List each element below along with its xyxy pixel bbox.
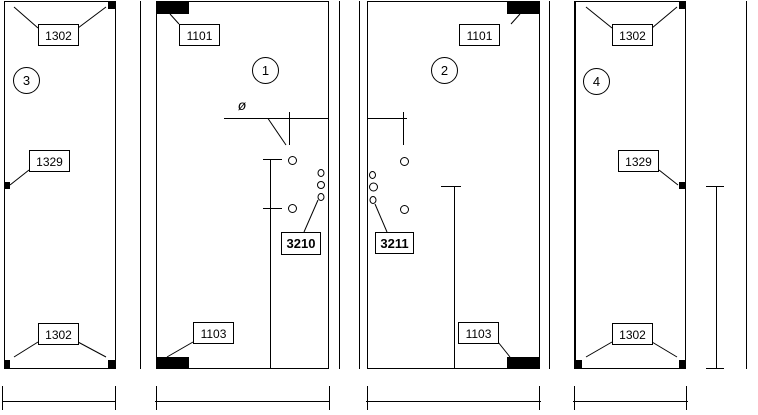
panel-2-small-hole [369, 196, 377, 204]
panel-1 [155, 1, 340, 410]
panel-3-middle-label-box [29, 150, 70, 172]
leader-line [77, 6, 107, 29]
panel-4-number: 4 [593, 74, 600, 89]
leader-line [651, 341, 678, 358]
panel-2-top-pivot [507, 1, 540, 14]
panel-2 [359, 1, 550, 410]
panel-3-bottom-label: 1302 [45, 328, 72, 342]
panel-1-top-label: 1101 [187, 29, 213, 43]
panel-4-clamp-bottom-left [575, 360, 582, 368]
leader-line [169, 13, 180, 25]
panel-3-bottom-label-box [38, 323, 79, 345]
panel-4-clamp-top-right [679, 2, 686, 9]
panel-2-hole [400, 205, 409, 214]
panel-4-clamp-bottom-right [679, 360, 686, 368]
panel-3-top-label: 1302 [45, 29, 72, 43]
panel-1-top-label-box [179, 24, 220, 46]
panel-2-hardware-label-box [375, 232, 414, 254]
panel-3-number-circle [13, 67, 40, 94]
panel-1-outline [156, 1, 329, 369]
leader-line [303, 199, 319, 233]
panel-1-small-hole [317, 181, 325, 189]
panel-3 [2, 1, 141, 410]
leader-line [166, 341, 194, 358]
panel-4-outline [574, 1, 686, 369]
leader-line [497, 341, 511, 358]
leader-line [9, 169, 30, 186]
panel-4-top-label: 1302 [619, 29, 646, 43]
panel-1-bottom-label: 1103 [201, 327, 227, 341]
panel-3-middle-label: 1329 [36, 155, 63, 169]
panel-4-middle-label-box [618, 150, 659, 172]
panel-2-bottom-label-box [458, 322, 499, 344]
leader-line [651, 6, 678, 29]
leader-line [374, 203, 388, 233]
leader-line [510, 13, 521, 25]
text-layer: 1302 1329 1302 3 1101 1103 1 3210 ø 1101… [23, 29, 652, 342]
panel-3-clamp-middle-left [4, 182, 10, 189]
panel-2-bottom-pivot [507, 357, 540, 369]
panel-4-bottom-label-box [612, 323, 653, 345]
leader-line [13, 6, 39, 29]
leader-line [658, 169, 679, 186]
panel-4-bottom-label: 1302 [619, 328, 646, 342]
panel-2-top-label: 1101 [467, 29, 493, 43]
panel-3-outline [4, 1, 116, 369]
panel-2-bottom-label: 1103 [466, 327, 492, 341]
panel-2-hole [400, 157, 409, 166]
panel-3-clamp-bottom-right [108, 360, 115, 368]
panel-1-top-pivot [156, 1, 189, 14]
panel-3-clamp-bottom-left [4, 360, 10, 368]
leader-line [585, 341, 613, 358]
panel-1-number: 1 [262, 63, 269, 78]
panel-4-top-label-box [612, 24, 653, 46]
panel-1-bottom-pivot [156, 357, 189, 369]
panel-4-clamp-middle-right [679, 182, 686, 189]
panel-2-small-hole [369, 182, 378, 192]
panel-2-number: 2 [441, 63, 448, 78]
panel-1-number-circle [252, 57, 279, 84]
panel-2-outline [367, 1, 540, 369]
panel-1-hole [288, 156, 297, 165]
panel-3-number: 3 [23, 73, 30, 88]
panel-1-bottom-label-box [193, 322, 234, 344]
panel-3-clamp-top-right [108, 2, 115, 9]
panel-1-hardware-label: 3210 [287, 236, 316, 251]
panel-2-small-hole [369, 171, 376, 179]
panel-3-top-label-box [38, 24, 79, 46]
panel-1-small-hole [317, 193, 325, 201]
leader-line [13, 341, 39, 358]
diameter-symbol: ø [238, 97, 247, 113]
leader-line [77, 341, 107, 358]
panel-1-hardware-label-box [281, 232, 321, 255]
panel-2-top-label-box [459, 24, 500, 46]
panel-2-hardware-label: 3211 [380, 236, 408, 251]
panel-4-middle-label: 1329 [625, 155, 652, 169]
panel-2-number-circle [431, 57, 458, 84]
panel-1-hole [288, 204, 297, 213]
cutout-leader-line [267, 118, 287, 146]
panel-4-number-circle [583, 68, 610, 95]
panel-4 [573, 1, 747, 410]
panel-1-small-hole [317, 169, 325, 177]
leader-line [585, 6, 613, 29]
